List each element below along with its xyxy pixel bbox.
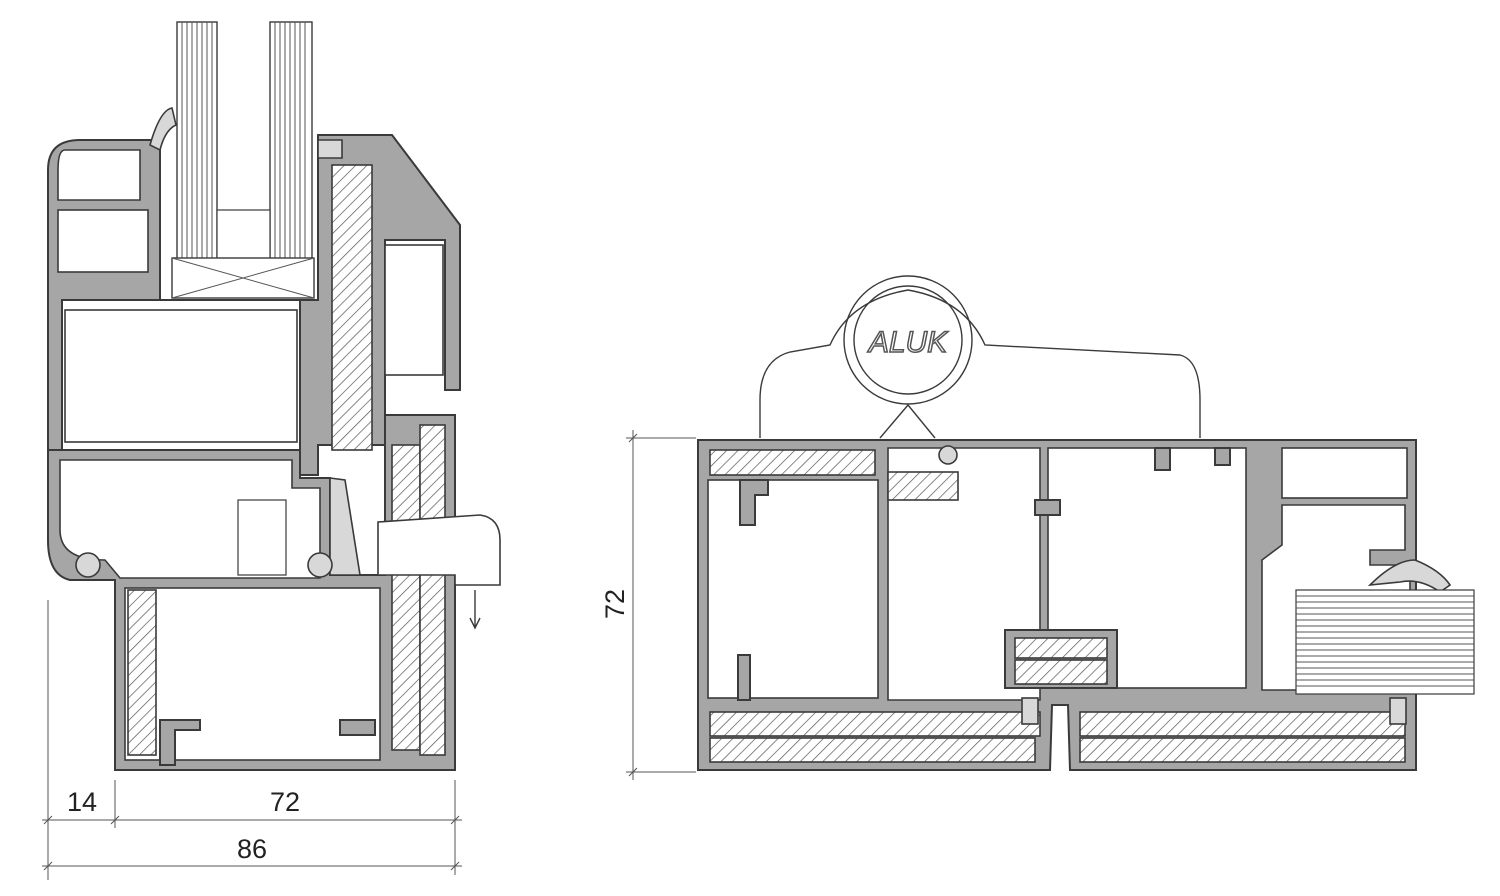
right-middle-chamber — [887, 447, 1041, 701]
sash-main-chamber — [64, 309, 298, 443]
sash-chamber — [57, 209, 149, 273]
dimension-label-72: 72 — [270, 787, 300, 817]
gasket — [75, 552, 101, 578]
right-glazing — [1295, 589, 1475, 695]
glazing-panes — [171, 21, 315, 299]
right-section-profile: ALUK — [697, 275, 1452, 771]
right-dimension-lines — [626, 430, 696, 780]
left-section-profile — [47, 21, 501, 771]
left-dimension-lines — [42, 600, 462, 880]
dimension-label-height-72: 72 — [600, 589, 630, 619]
right-outer-chamber — [707, 479, 879, 699]
handle-outline — [759, 289, 1201, 438]
right-gasket — [938, 445, 958, 465]
dimension-label-14: 14 — [67, 787, 97, 817]
drainage-cap — [377, 514, 501, 586]
dimension-label-86: 86 — [237, 834, 267, 864]
sash-insulation — [331, 164, 373, 451]
aluk-logo-text: ALUK — [867, 326, 949, 359]
